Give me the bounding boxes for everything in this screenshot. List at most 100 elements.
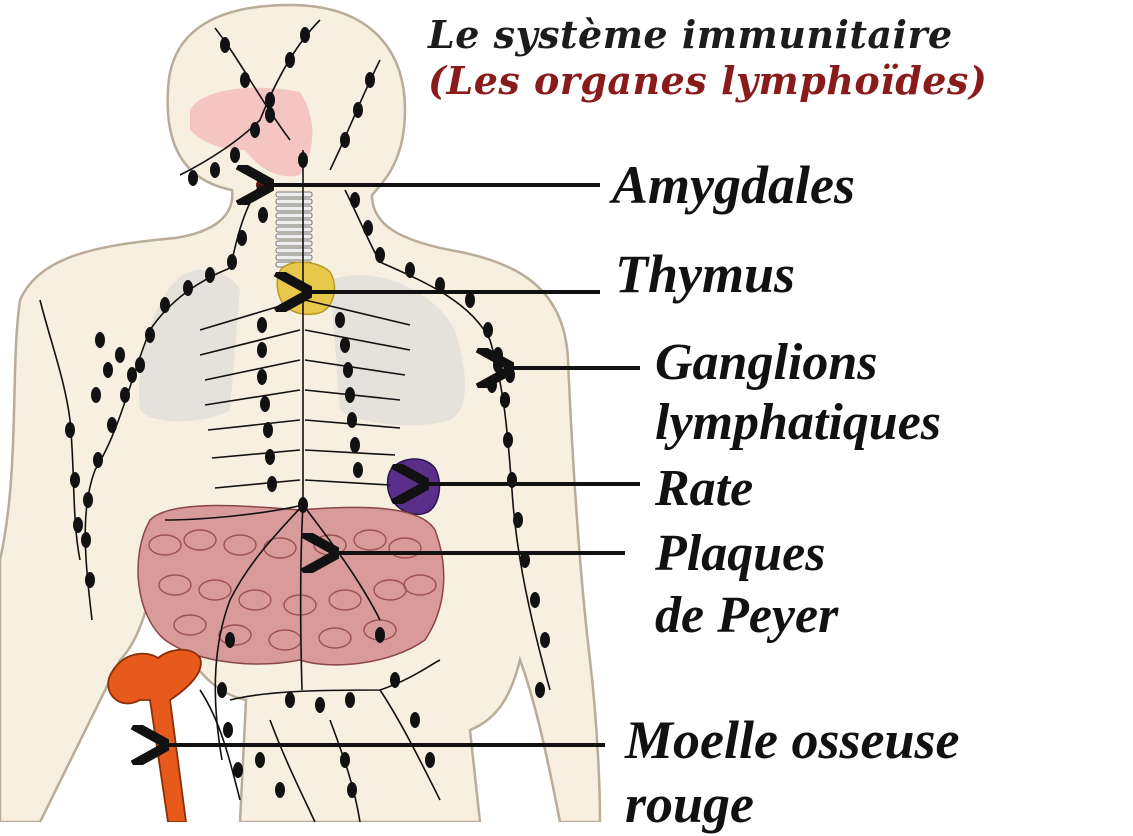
lymph-node bbox=[225, 632, 235, 648]
lymph-node bbox=[93, 452, 103, 468]
lymph-node bbox=[465, 292, 475, 308]
trachea-ring bbox=[276, 255, 312, 260]
lymph-node bbox=[350, 437, 360, 453]
lymph-node bbox=[265, 107, 275, 123]
trachea-ring bbox=[276, 227, 312, 232]
lymph-node bbox=[257, 317, 267, 333]
lymph-node bbox=[91, 387, 101, 403]
lymph-node bbox=[298, 497, 308, 513]
lymph-node bbox=[500, 392, 510, 408]
lymph-node bbox=[353, 102, 363, 118]
lymph-node bbox=[258, 207, 268, 223]
lymph-node bbox=[345, 387, 355, 403]
lymph-node bbox=[503, 432, 513, 448]
thymus-label-line-1: Thymus bbox=[615, 247, 795, 301]
lymph-node bbox=[267, 476, 277, 492]
lymph-node bbox=[530, 592, 540, 608]
trachea-ring bbox=[276, 241, 312, 246]
lymph-node bbox=[65, 422, 75, 438]
lymph-node bbox=[145, 327, 155, 343]
trachea-ring bbox=[276, 213, 312, 218]
lymph-node bbox=[483, 322, 493, 338]
lymph-node bbox=[315, 697, 325, 713]
lymph-node bbox=[257, 342, 267, 358]
lymph-node bbox=[115, 347, 125, 363]
rate-label: Rate bbox=[655, 462, 753, 516]
lymph-node bbox=[340, 752, 350, 768]
lymph-node bbox=[85, 572, 95, 588]
lymph-node bbox=[107, 417, 117, 433]
lymph-node bbox=[250, 122, 260, 138]
lymph-node bbox=[298, 152, 308, 168]
lymph-node bbox=[260, 396, 270, 412]
lymph-node bbox=[493, 347, 503, 363]
lymph-node bbox=[103, 362, 113, 378]
lymph-node bbox=[73, 517, 83, 533]
lymph-node bbox=[347, 782, 357, 798]
lymph-node bbox=[255, 752, 265, 768]
trachea-ring bbox=[276, 199, 312, 204]
trachea-ring bbox=[276, 206, 312, 211]
lymph-node bbox=[227, 254, 237, 270]
lymph-node bbox=[345, 692, 355, 708]
lymph-node bbox=[210, 162, 220, 178]
trachea-ring bbox=[276, 220, 312, 225]
lymph-node bbox=[263, 422, 273, 438]
lymph-node bbox=[365, 72, 375, 88]
lymph-node bbox=[405, 262, 415, 278]
trachea-ring bbox=[276, 248, 312, 253]
diagram-subtitle: (Les organes lymphoïdes) bbox=[428, 58, 987, 103]
lymph-node bbox=[390, 672, 400, 688]
lymph-node bbox=[425, 752, 435, 768]
lymph-node bbox=[300, 27, 310, 43]
lymph-node bbox=[285, 692, 295, 708]
lymph-node bbox=[363, 220, 373, 236]
lymph-node bbox=[540, 632, 550, 648]
lymph-node bbox=[188, 170, 198, 186]
lymph-node bbox=[83, 492, 93, 508]
lymph-node bbox=[223, 722, 233, 738]
lymph-node bbox=[160, 297, 170, 313]
plaques-de-peyer-label-line-2: de Peyer bbox=[655, 585, 838, 647]
lymph-node bbox=[220, 37, 230, 53]
lymph-node bbox=[410, 712, 420, 728]
lymph-node bbox=[230, 147, 240, 163]
amygdales-label: Amygdales bbox=[612, 158, 855, 212]
lymph-node bbox=[70, 472, 80, 488]
lymph-node bbox=[375, 247, 385, 263]
lymph-node bbox=[285, 52, 295, 68]
lymph-node bbox=[265, 449, 275, 465]
ganglions-lymphatiques-label-line-1: Ganglions bbox=[655, 333, 941, 393]
thymus-label: Thymus bbox=[615, 247, 795, 301]
lymph-node bbox=[233, 762, 243, 778]
lymph-node bbox=[127, 367, 137, 383]
lymph-node bbox=[535, 682, 545, 698]
moelle-osseuse-rouge-label-line-1: Moelle osseuse bbox=[625, 708, 959, 772]
lymph-node bbox=[265, 92, 275, 108]
trachea-ring bbox=[276, 234, 312, 239]
trachea-ring bbox=[276, 192, 312, 197]
lymph-node bbox=[487, 377, 497, 393]
lymph-node bbox=[350, 192, 360, 208]
intestines-organ bbox=[138, 506, 444, 665]
femur-bone bbox=[108, 650, 201, 822]
amygdales-label-line-1: Amygdales bbox=[612, 158, 855, 212]
lymph-node bbox=[205, 267, 215, 283]
moelle-osseuse-rouge-label: Moelle osseuserouge bbox=[625, 708, 959, 836]
lymph-node bbox=[513, 512, 523, 528]
lymph-node bbox=[240, 72, 250, 88]
lymph-node bbox=[257, 369, 267, 385]
lymph-node bbox=[135, 357, 145, 373]
lymph-node bbox=[353, 462, 363, 478]
diagram-title: Le système immunitaire bbox=[428, 12, 953, 57]
lymph-node bbox=[81, 532, 91, 548]
lymph-node bbox=[275, 782, 285, 798]
thymus-organ bbox=[277, 262, 334, 314]
ganglions-lymphatiques-label-line-2: lymphatiques bbox=[655, 393, 941, 453]
lymph-node bbox=[375, 627, 385, 643]
lymph-node bbox=[217, 682, 227, 698]
